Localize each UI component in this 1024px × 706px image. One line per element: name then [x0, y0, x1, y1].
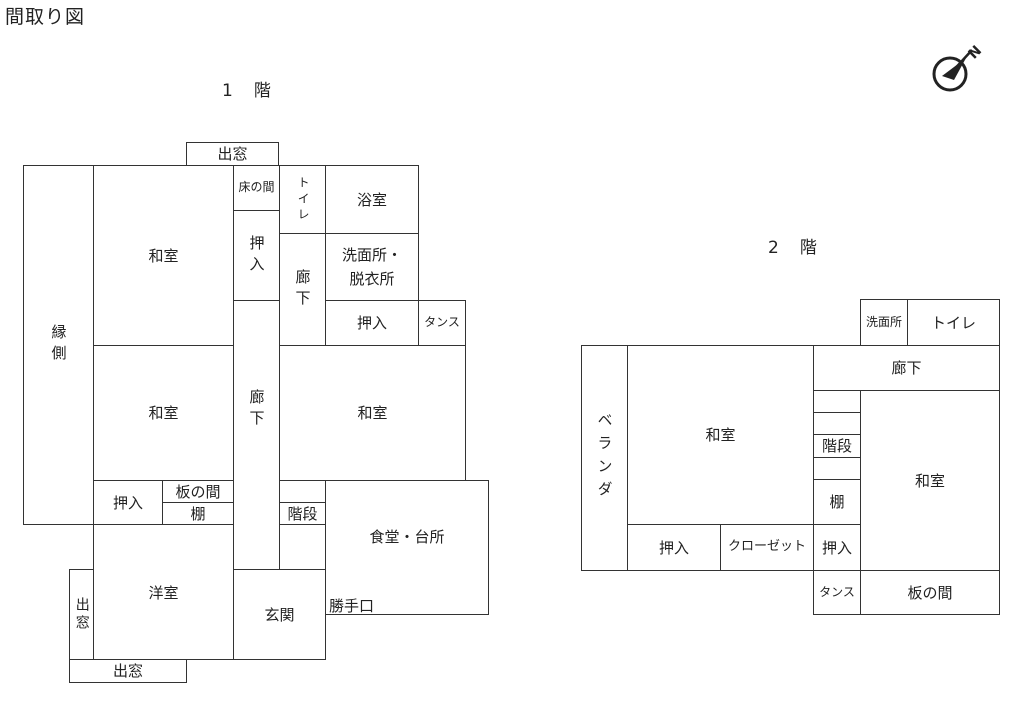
f1-bath: 浴室	[325, 165, 419, 234]
floor1-label: 1 階	[222, 81, 273, 101]
f2-roka: 廊下	[813, 345, 1000, 391]
f2-tansu: タンス	[813, 570, 861, 615]
f1-katteguchi: 勝手口	[329, 597, 375, 615]
f2-closet: クローゼット	[720, 524, 814, 571]
f1-yoshitsu: 洋室	[93, 524, 234, 660]
f2-veranda: ベランダ	[581, 345, 628, 571]
f1-roka-b: 廊下	[233, 300, 280, 570]
f2-step-2	[813, 412, 861, 435]
f2-kaidan: 階段	[813, 434, 861, 458]
f2-oshiire-b: 押入	[813, 524, 861, 571]
f1-oshiire-a: 押入	[233, 210, 280, 301]
f2-veranda-label: ベランダ	[595, 412, 614, 504]
page-title: 間取り図	[5, 6, 86, 28]
f2-oshiire-a: 押入	[627, 524, 721, 571]
f1-roka-a: 廊下	[279, 233, 326, 346]
f2-washitsu-a: 和室	[627, 345, 814, 525]
f1-itanoma: 板の間	[162, 480, 234, 503]
f1-washitsu-a: 和室	[93, 165, 234, 346]
f1-kaidan: 階段	[279, 502, 326, 525]
f2-step-1	[813, 390, 861, 413]
f2-itanoma: 板の間	[860, 570, 1000, 615]
f1-tana: 棚	[162, 502, 234, 525]
f1-demado-left-label: 出窓	[73, 596, 90, 633]
f1-senmen: 洗面所・ 脱衣所	[325, 233, 419, 301]
f2-senmen: 洗面所	[860, 299, 908, 346]
f1-demado-top: 出窓	[186, 142, 279, 166]
f2-washitsu-b: 和室	[860, 390, 1000, 571]
f1-roka-a-label: 廊下	[293, 268, 312, 311]
compass-n-label: N	[966, 43, 984, 63]
f2-toilet: トイレ	[907, 299, 1000, 346]
f1-oshiire-c: 押入	[93, 480, 163, 525]
f1-oshiire-b: 押入	[325, 300, 419, 346]
floor2-label: 2 階	[768, 238, 819, 258]
f2-step-3	[813, 457, 861, 480]
f1-demado-bottom: 出窓	[69, 659, 187, 683]
f1-toilet-label: トイレ	[296, 175, 311, 224]
f1-kaidan-upper	[279, 480, 326, 503]
f1-engawa-label: 縁側	[49, 324, 68, 366]
f1-demado-left: 出窓	[69, 569, 94, 660]
f1-tansu: タンス	[418, 300, 466, 346]
f1-washitsu-b: 和室	[93, 345, 234, 481]
f2-tana: 棚	[813, 479, 861, 525]
f1-toilet: トイレ	[279, 165, 326, 234]
f1-shokudo: 食堂・台所	[325, 480, 489, 615]
f1-washitsu-c: 和室	[279, 345, 466, 481]
f1-engawa: 縁側	[23, 165, 94, 525]
compass-north-icon: N	[932, 43, 984, 92]
f1-roka-b-label: 廊下	[247, 389, 266, 431]
f1-tokonoma: 床の間	[233, 165, 280, 211]
f1-oshiire-a-label: 押入	[247, 234, 266, 277]
f1-genkan: 玄関	[233, 569, 326, 660]
